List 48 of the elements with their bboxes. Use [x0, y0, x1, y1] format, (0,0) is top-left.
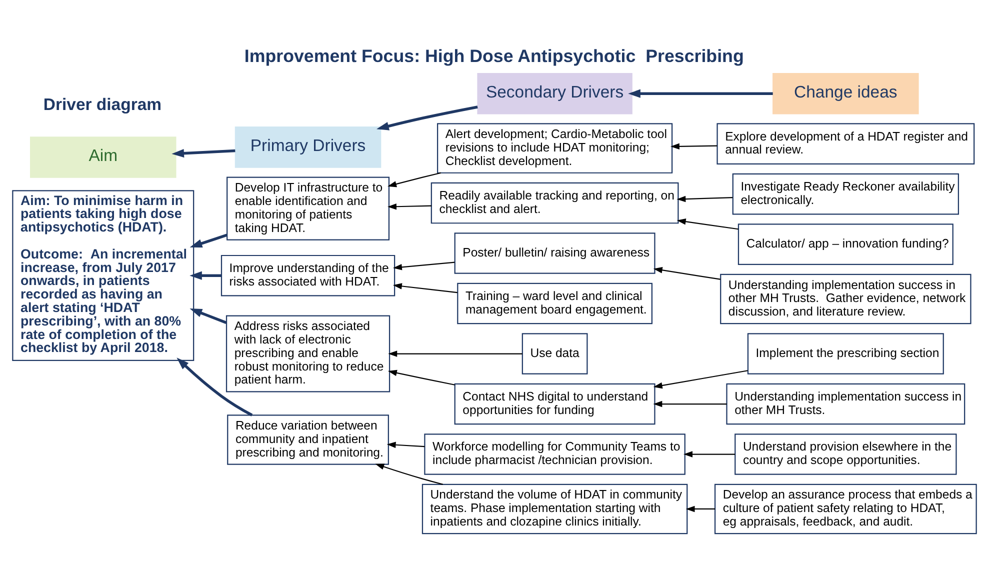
diagram-title: Improvement Focus: High Dose Antipsychotic Prescribing [244, 46, 744, 66]
arrow [676, 195, 733, 202]
arrow [388, 172, 441, 187]
arrow [190, 308, 227, 324]
arrow [190, 233, 228, 248]
node-box: Understanding implementation success in other MH Trusts. [726, 382, 966, 424]
node-box: Contact NHS digital to understand opportunities for funding [454, 382, 656, 424]
node-box: Aim [30, 136, 176, 178]
arrow [386, 441, 425, 448]
arrow [686, 505, 715, 512]
label: Driver diagram [43, 94, 162, 114]
node-box: Alert development; Cardio-Metabolic tool revisions to include HDAT monitoring; Checklist development. [437, 122, 673, 173]
node-box: Training – ward level and clinical management board engagement. [457, 282, 652, 324]
arrow [676, 218, 738, 230]
node-box: Poster/ bulletin/ raising awareness [454, 232, 656, 274]
node-box: Understanding implementation success in other MH Trusts. Gather evidence, network discussion, and literature review. [720, 273, 972, 324]
arrow [172, 148, 236, 158]
arrow [388, 202, 432, 210]
node-box: Address risks associated with lack of electronic prescribing and enable robust monitoring to reduce patient harm. [226, 314, 390, 392]
arrow [376, 105, 478, 130]
arrow [653, 370, 748, 388]
node-box: Workforce modelling for Community Teams to include pharmacist /technician provision. [424, 433, 686, 474]
arrow [392, 282, 458, 293]
arrow [670, 142, 718, 150]
arrow [628, 88, 773, 98]
arrow [653, 400, 727, 407]
node-box: Investigate Ready Reckoner availability electronically. [732, 172, 959, 214]
arrow [653, 266, 721, 280]
arrow [388, 369, 455, 385]
node-box: Use data [522, 332, 588, 374]
node-box: Primary Drivers [234, 126, 382, 168]
node-box: Aim: To minimise harm in patients taking high dose antipsychotics (HDAT). Outcome: An incremental increase, from July 2017 onwards, in patients recorded as having an alert stating ‘HDAT prescribing’, with an 80% rate of completion of the checklist by April 2018. [12, 190, 194, 361]
node-box: Understand provision elsewhere in the country and scope opportunities. [734, 433, 957, 474]
arrow [392, 261, 455, 270]
node-box: Explore development of a HDAT register and annual review. [716, 122, 975, 164]
arrow [190, 270, 222, 280]
arrow [684, 450, 736, 457]
node-box: Change ideas [772, 72, 919, 114]
node-box: Understand the volume of HDAT in community teams. Phase implementation starting with inpatients and clozapine clinics initially. [422, 483, 688, 534]
node-box: Secondary Drivers [477, 72, 632, 114]
node-box: Develop an assurance process that embeds a culture of patient safety relating to HDAT, eg appraisals, feedback, and audit. [714, 483, 977, 534]
arrow [388, 350, 522, 356]
node-box: Implement the prescribing section [747, 332, 944, 374]
node-box: Calculator/ app – innovation funding? [738, 223, 954, 264]
node-box: Improve understanding of the risks associated with HDAT. [220, 254, 396, 296]
node-box: Develop IT infrastructure to enable identification and monitoring of patients taking HDAT. [226, 176, 390, 240]
node-box: Reduce variation between community and inpatient prescribing and monitoring. [227, 414, 389, 464]
node-box: Readily available tracking and reporting, on checklist and alert. [430, 182, 679, 224]
